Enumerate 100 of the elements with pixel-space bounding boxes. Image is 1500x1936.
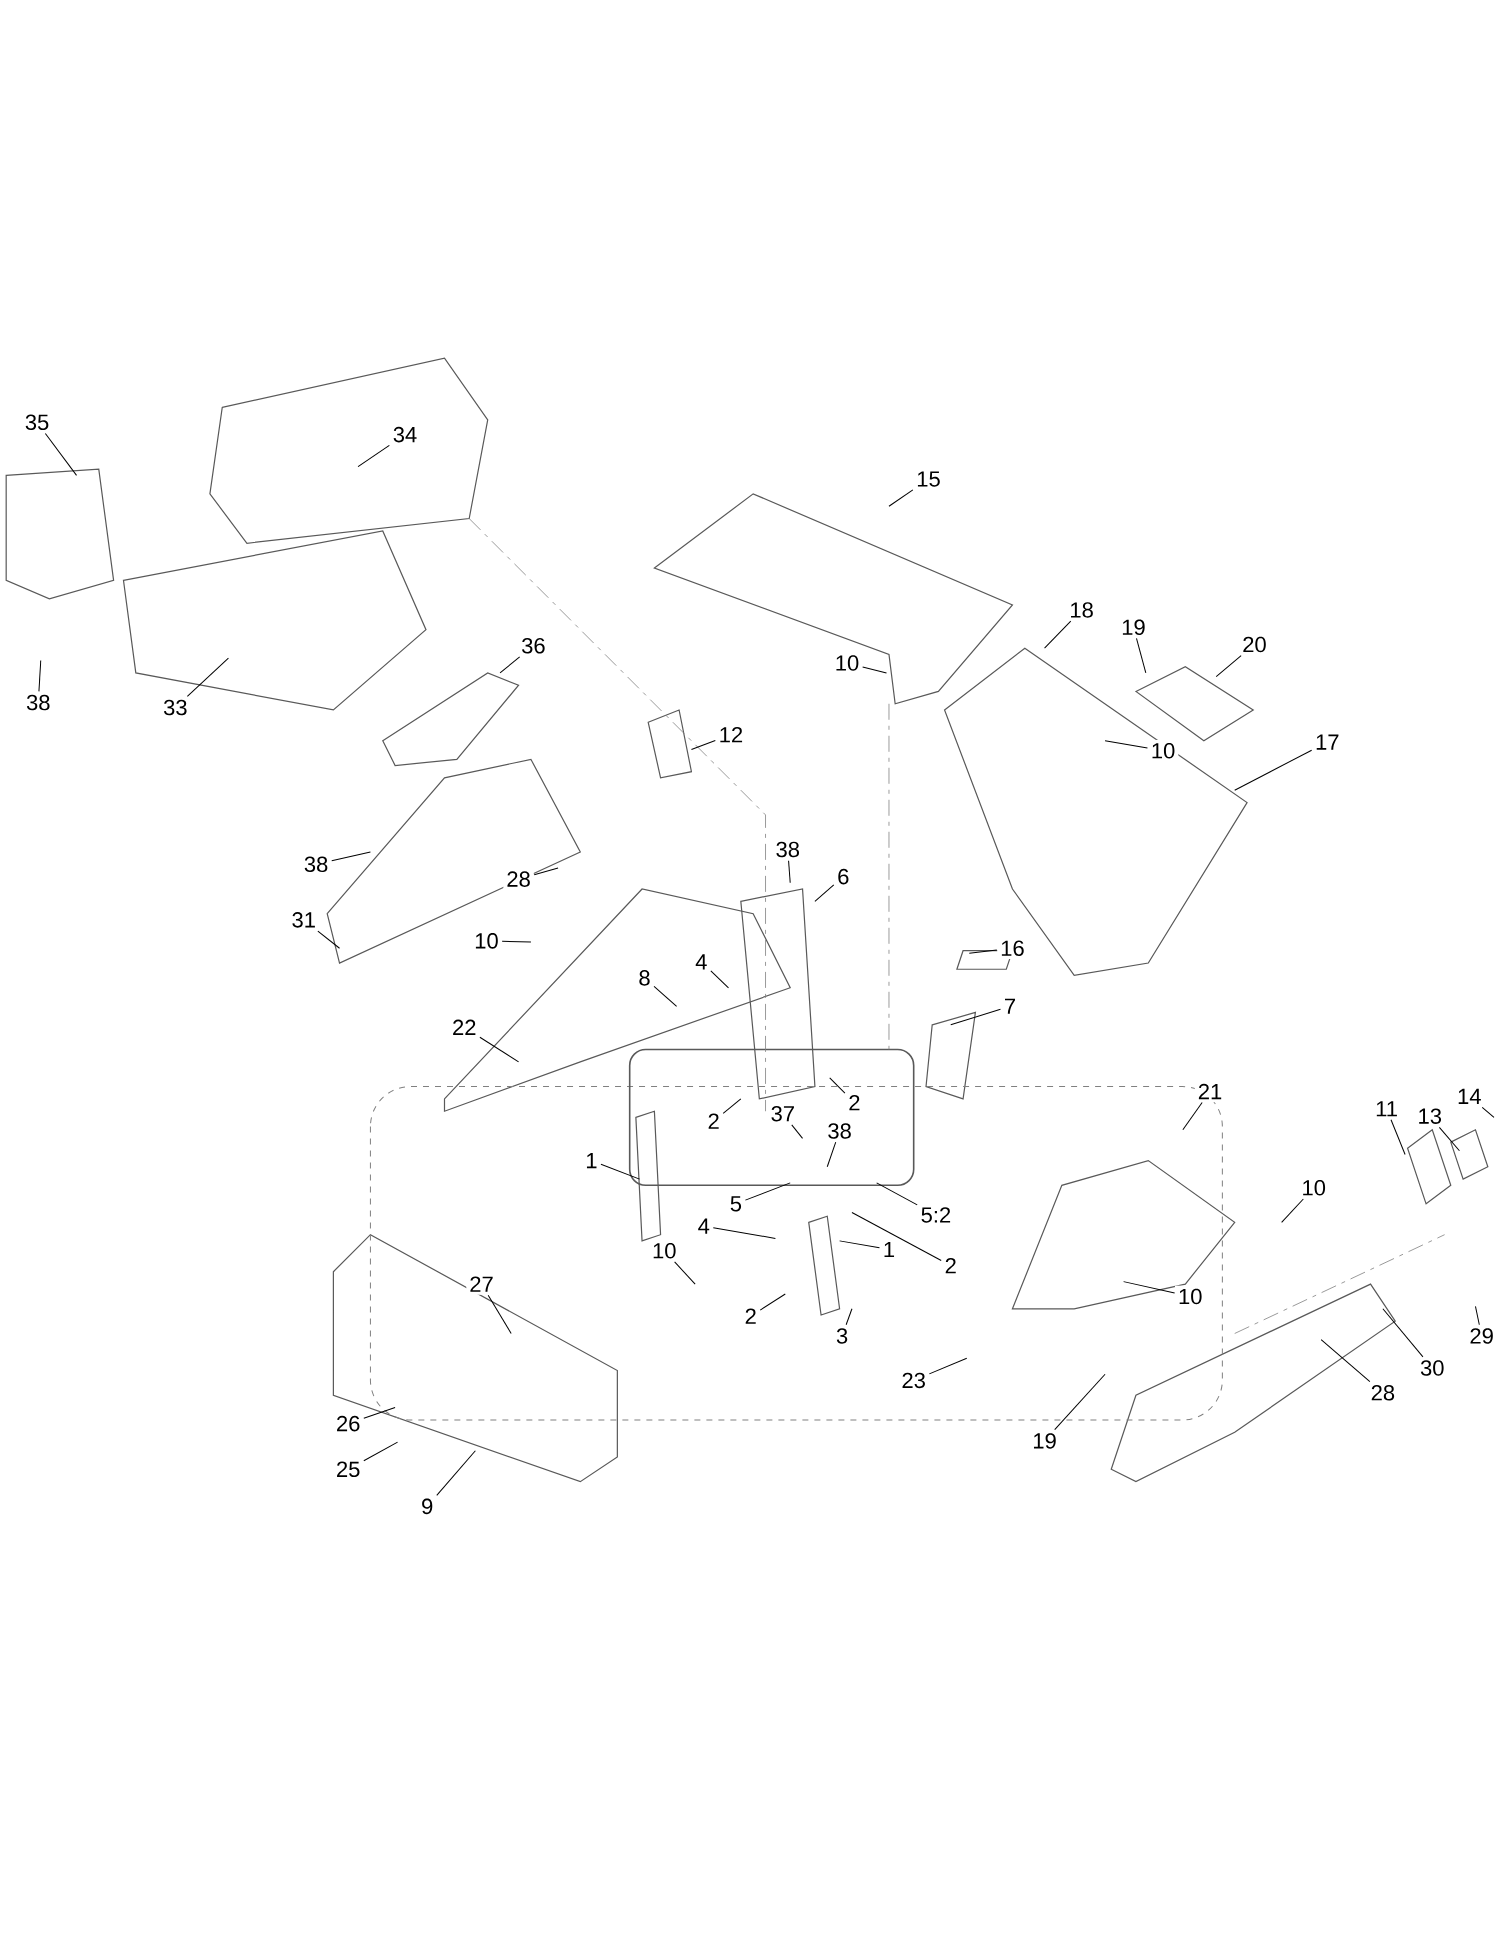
callout-number: 33 — [160, 696, 191, 719]
leader-line — [436, 1450, 476, 1496]
callout-number: 13 — [1414, 1105, 1445, 1127]
leader-line — [653, 985, 678, 1007]
callout-number: 28 — [1367, 1381, 1399, 1404]
callout-number: 23 — [898, 1369, 929, 1392]
callout-number: 5 — [726, 1193, 745, 1215]
leader-line — [38, 660, 42, 692]
leader-line — [186, 657, 229, 697]
callout-number: 2 — [941, 1254, 960, 1277]
leader-line — [722, 1098, 742, 1114]
callout-number: 5:2 — [917, 1204, 955, 1226]
leader-line — [1481, 1106, 1495, 1118]
callout-number: 15 — [913, 468, 944, 490]
leader-line — [759, 1293, 786, 1311]
callout-number: 14 — [1454, 1085, 1485, 1107]
leader-line — [744, 1182, 791, 1201]
leader-line — [928, 1357, 968, 1375]
callout-number: 19 — [1118, 616, 1149, 638]
leader-line — [862, 666, 887, 674]
callout-number: 17 — [1312, 731, 1343, 753]
leader-line — [1438, 1126, 1460, 1152]
callout-number: 2 — [741, 1305, 760, 1327]
callout-number: 22 — [448, 1016, 480, 1038]
leader-line — [1281, 1198, 1304, 1223]
callout-number: 31 — [288, 909, 319, 931]
callout-number: 7 — [1000, 995, 1020, 1017]
leader-line — [1390, 1119, 1406, 1155]
callout-number: 10 — [1298, 1177, 1329, 1199]
leader-line — [710, 970, 729, 989]
callout-number: 1 — [582, 1150, 601, 1172]
callout-number: 20 — [1239, 633, 1270, 656]
callout-number: 3 — [832, 1325, 852, 1347]
leader-line — [44, 432, 77, 476]
callout-number: 16 — [997, 937, 1028, 960]
callout-number: 25 — [332, 1458, 364, 1481]
callout-number: 9 — [418, 1495, 437, 1518]
leader-line — [363, 1407, 396, 1419]
callout-number: 28 — [503, 868, 534, 890]
callout-number: 37 — [767, 1102, 798, 1125]
leader-line — [829, 1077, 846, 1094]
leader-line — [950, 1008, 1001, 1026]
leader-line — [1215, 655, 1242, 678]
leader-line — [1320, 1339, 1371, 1383]
leader-line — [845, 1308, 853, 1326]
callout-number: 30 — [1416, 1357, 1448, 1379]
callout-number: 26 — [332, 1412, 364, 1435]
callout-number: 8 — [635, 967, 654, 989]
leader-line — [1234, 749, 1313, 791]
leader-line — [1123, 1281, 1176, 1294]
leader-line — [690, 740, 716, 750]
leader-line — [851, 1212, 942, 1261]
callout-number: 38 — [824, 1120, 855, 1142]
leader-line — [968, 949, 998, 954]
leader-line — [363, 1441, 398, 1462]
callout-number: 19 — [1029, 1430, 1060, 1452]
leader-line — [501, 940, 532, 943]
callout-number: 27 — [466, 1273, 497, 1295]
callout-number: 6 — [834, 865, 853, 888]
leader-line — [888, 489, 914, 507]
leader-line — [839, 1240, 880, 1249]
leader-line — [826, 1141, 837, 1168]
callout-number: 34 — [389, 423, 421, 446]
callout-number: 38 — [772, 838, 803, 861]
callout-number: 1 — [879, 1238, 898, 1261]
leader-line — [1044, 620, 1072, 649]
callout-number: 12 — [715, 723, 747, 746]
leader-line — [479, 1036, 519, 1063]
callout-number: 38 — [300, 853, 332, 876]
leader-line — [317, 930, 340, 949]
leader-line — [1474, 1305, 1480, 1326]
leader-line — [791, 1124, 803, 1139]
leader-line — [499, 656, 521, 674]
leader-line — [876, 1182, 918, 1206]
callout-number: 38 — [22, 691, 54, 714]
leader-line — [600, 1163, 640, 1180]
leader-line — [712, 1227, 776, 1239]
callout-number: 4 — [692, 951, 711, 973]
callout-number: 10 — [1174, 1285, 1206, 1308]
callout-number: 2 — [704, 1110, 723, 1132]
leader-line — [533, 867, 559, 876]
callout-number: 11 — [1372, 1098, 1401, 1120]
callout-number: 36 — [518, 634, 549, 657]
callout-number: 10 — [471, 930, 502, 952]
callout-number: 4 — [694, 1215, 713, 1237]
leader-line — [1382, 1308, 1424, 1358]
callout-number: 29 — [1466, 1325, 1497, 1347]
leader-line — [788, 860, 791, 884]
leader-line — [1182, 1102, 1203, 1131]
callout-number: 21 — [1194, 1080, 1226, 1103]
callout-number: 10 — [831, 652, 863, 674]
callout-number: 10 — [1147, 739, 1179, 762]
callout-number: 2 — [845, 1091, 864, 1114]
callout-number: 35 — [21, 411, 53, 434]
leader-line — [357, 444, 390, 468]
leader-line — [674, 1261, 696, 1285]
leader-line — [487, 1294, 512, 1334]
callout-number: 10 — [648, 1239, 680, 1262]
leader-line — [1054, 1373, 1106, 1431]
leader-line — [331, 851, 371, 862]
